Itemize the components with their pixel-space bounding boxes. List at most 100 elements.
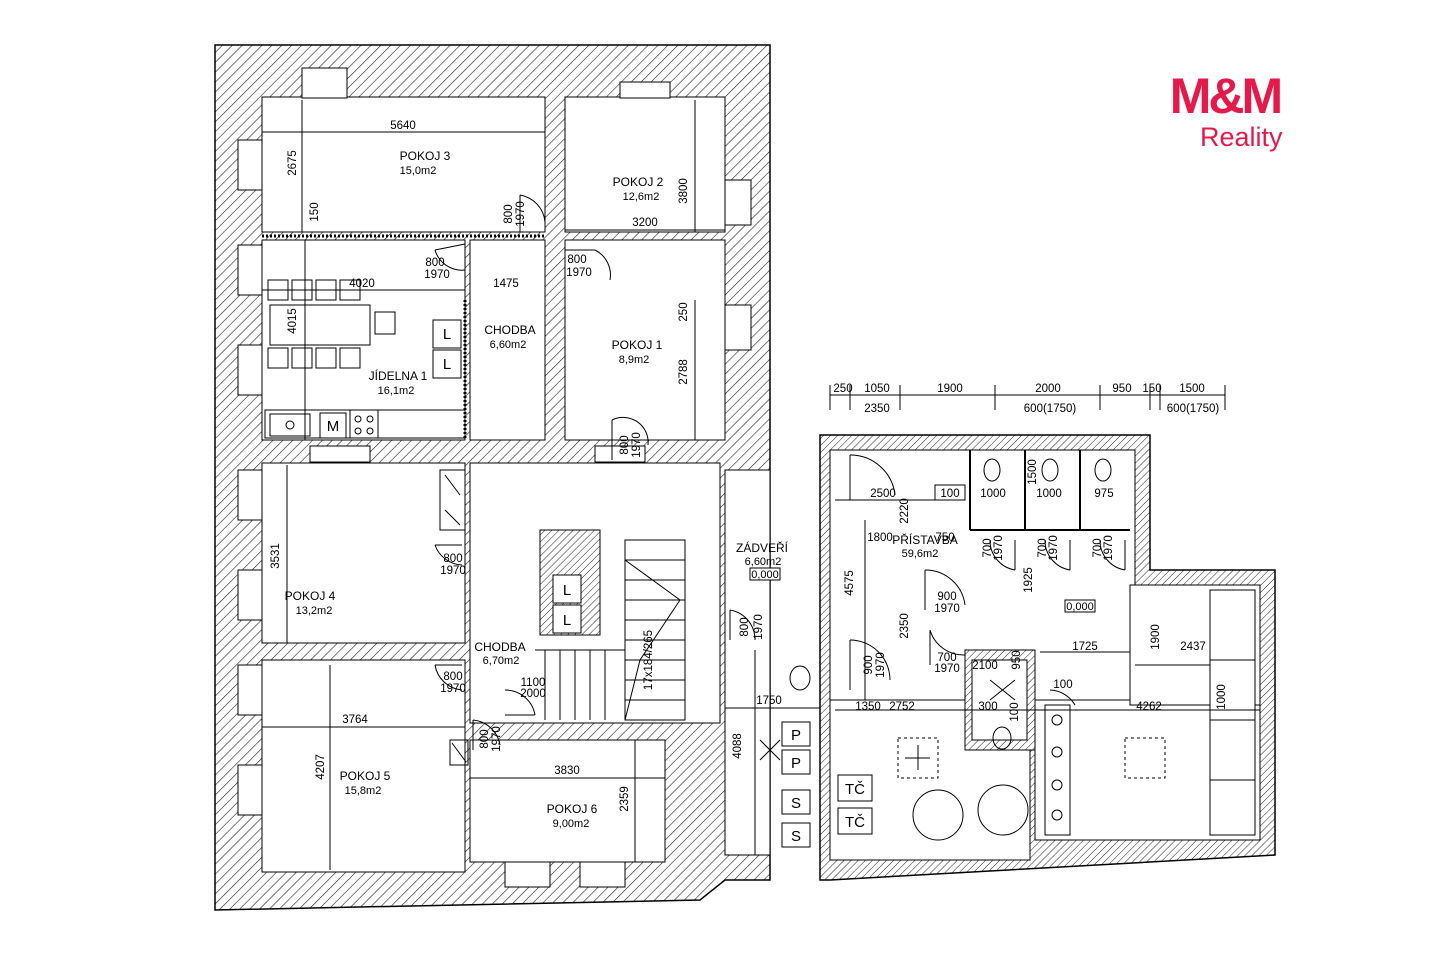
room-name: CHODBA [484, 323, 535, 337]
s-label: S [791, 828, 801, 845]
svg-text:1050: 1050 [864, 383, 890, 395]
cabinet-label: L [443, 356, 451, 373]
svg-text:1900: 1900 [937, 383, 963, 395]
room-area: 9,00m2 [553, 818, 590, 830]
brand-logo-mark: M&M [1169, 68, 1283, 124]
svg-text:150: 150 [1142, 383, 1161, 395]
svg-text:1970: 1970 [424, 269, 450, 281]
svg-text:3531: 3531 [270, 543, 282, 569]
svg-text:750: 750 [935, 532, 954, 544]
room-area: 15,0m2 [400, 165, 437, 177]
svg-text:800: 800 [567, 254, 586, 266]
svg-text:800: 800 [739, 617, 751, 636]
svg-text:250: 250 [678, 302, 690, 321]
room-name: POKOJ 4 [285, 589, 336, 603]
s-label: S [791, 795, 801, 812]
svg-text:1970: 1970 [631, 432, 643, 458]
svg-text:1925: 1925 [1023, 567, 1035, 593]
svg-text:1970: 1970 [934, 603, 960, 615]
svg-text:2500: 2500 [870, 488, 896, 500]
svg-text:3764: 3764 [342, 714, 368, 726]
brand-logo-subtitle: Reality [1200, 122, 1283, 152]
fixture-boxes [319, 319, 1096, 848]
dimension-labels: 5640 3200 800 1970 800 1970 4020 1475 80… [342, 120, 1206, 777]
svg-text:800: 800 [479, 729, 491, 748]
svg-text:2359: 2359 [619, 786, 631, 812]
svg-text:1970: 1970 [515, 201, 527, 227]
main-building-walls [214, 44, 771, 911]
svg-text:1970: 1970 [440, 565, 466, 577]
svg-text:1500: 1500 [1179, 383, 1205, 395]
svg-text:2220: 2220 [899, 498, 911, 524]
microwave-label: M [327, 418, 340, 435]
svg-text:700: 700 [1092, 538, 1104, 557]
room-name: CHODBA [474, 640, 525, 654]
svg-text:1000: 1000 [980, 488, 1006, 500]
svg-text:1800: 1800 [867, 532, 893, 544]
room-area: 6,70m2 [483, 655, 520, 667]
svg-text:4015: 4015 [287, 308, 299, 334]
svg-text:1970: 1970 [566, 267, 592, 279]
svg-text:1750: 1750 [756, 695, 782, 707]
room-area: 6,60m2 [745, 556, 782, 568]
svg-text:3800: 3800 [678, 178, 690, 204]
svg-text:4207: 4207 [315, 754, 327, 780]
svg-text:5640: 5640 [390, 120, 416, 132]
room-name: POKOJ 3 [400, 149, 451, 163]
svg-text:800: 800 [443, 553, 462, 565]
svg-text:800: 800 [503, 204, 515, 223]
svg-text:4575: 4575 [844, 570, 856, 596]
svg-text:1970: 1970 [993, 535, 1005, 561]
svg-text:900: 900 [937, 591, 956, 603]
svg-text:2437: 2437 [1180, 641, 1206, 653]
room-area: 13,2m2 [296, 605, 333, 617]
room-name: POKOJ 2 [613, 175, 664, 189]
svg-text:1970: 1970 [934, 663, 960, 675]
top-dimension-chain: 250 1050 1900 2000 950 150 1500 2350 600… [833, 383, 1219, 415]
svg-text:100: 100 [1053, 679, 1072, 691]
cabinet-label: L [443, 326, 451, 343]
svg-text:1970: 1970 [753, 614, 765, 640]
svg-text:3200: 3200 [632, 217, 658, 229]
svg-text:4262: 4262 [1136, 701, 1162, 713]
cabinet-label: L [563, 582, 571, 599]
svg-text:1970: 1970 [440, 683, 466, 695]
room-name: POKOJ 1 [612, 338, 663, 352]
svg-text:1725: 1725 [1072, 641, 1098, 653]
annex-walls [819, 434, 1276, 881]
heat-pump-label: TČ [845, 814, 865, 831]
svg-text:1970: 1970 [1103, 535, 1115, 561]
brand-logo: M&M Reality [1140, 70, 1310, 160]
svg-text:975: 975 [1094, 488, 1113, 500]
svg-text:600(1750): 600(1750) [1024, 403, 1077, 415]
room-area: 6,60m2 [490, 339, 527, 351]
svg-text:300: 300 [978, 701, 997, 713]
p-label: P [791, 727, 801, 744]
svg-text:2100: 2100 [972, 660, 998, 672]
svg-text:800: 800 [443, 671, 462, 683]
svg-text:800: 800 [619, 435, 631, 454]
svg-text:250: 250 [833, 383, 852, 395]
svg-text:2675: 2675 [287, 150, 299, 176]
svg-text:1970: 1970 [875, 652, 887, 678]
svg-text:2752: 2752 [889, 701, 915, 713]
svg-text:1500: 1500 [1027, 459, 1039, 485]
svg-text:900: 900 [863, 655, 875, 674]
room-name: PŘÍSTAVBA [892, 532, 958, 547]
svg-text:150: 150 [309, 202, 321, 221]
svg-text:1970: 1970 [1048, 535, 1060, 561]
svg-text:950: 950 [1112, 383, 1131, 395]
svg-text:17x184/265: 17x184/265 [643, 630, 655, 690]
svg-text:4088: 4088 [732, 733, 744, 759]
room-area: 15,8m2 [345, 785, 382, 797]
room-name: POKOJ 6 [547, 802, 598, 816]
svg-text:1900: 1900 [1150, 624, 1162, 650]
svg-text:100: 100 [940, 488, 959, 500]
room-name: ZÁDVEŘÍ [736, 540, 789, 555]
room-area: 59,6m2 [902, 548, 939, 560]
svg-text:800: 800 [425, 257, 444, 269]
room-area: 16,1m2 [378, 385, 415, 397]
svg-text:2350: 2350 [864, 403, 890, 415]
svg-text:1970: 1970 [491, 726, 503, 752]
